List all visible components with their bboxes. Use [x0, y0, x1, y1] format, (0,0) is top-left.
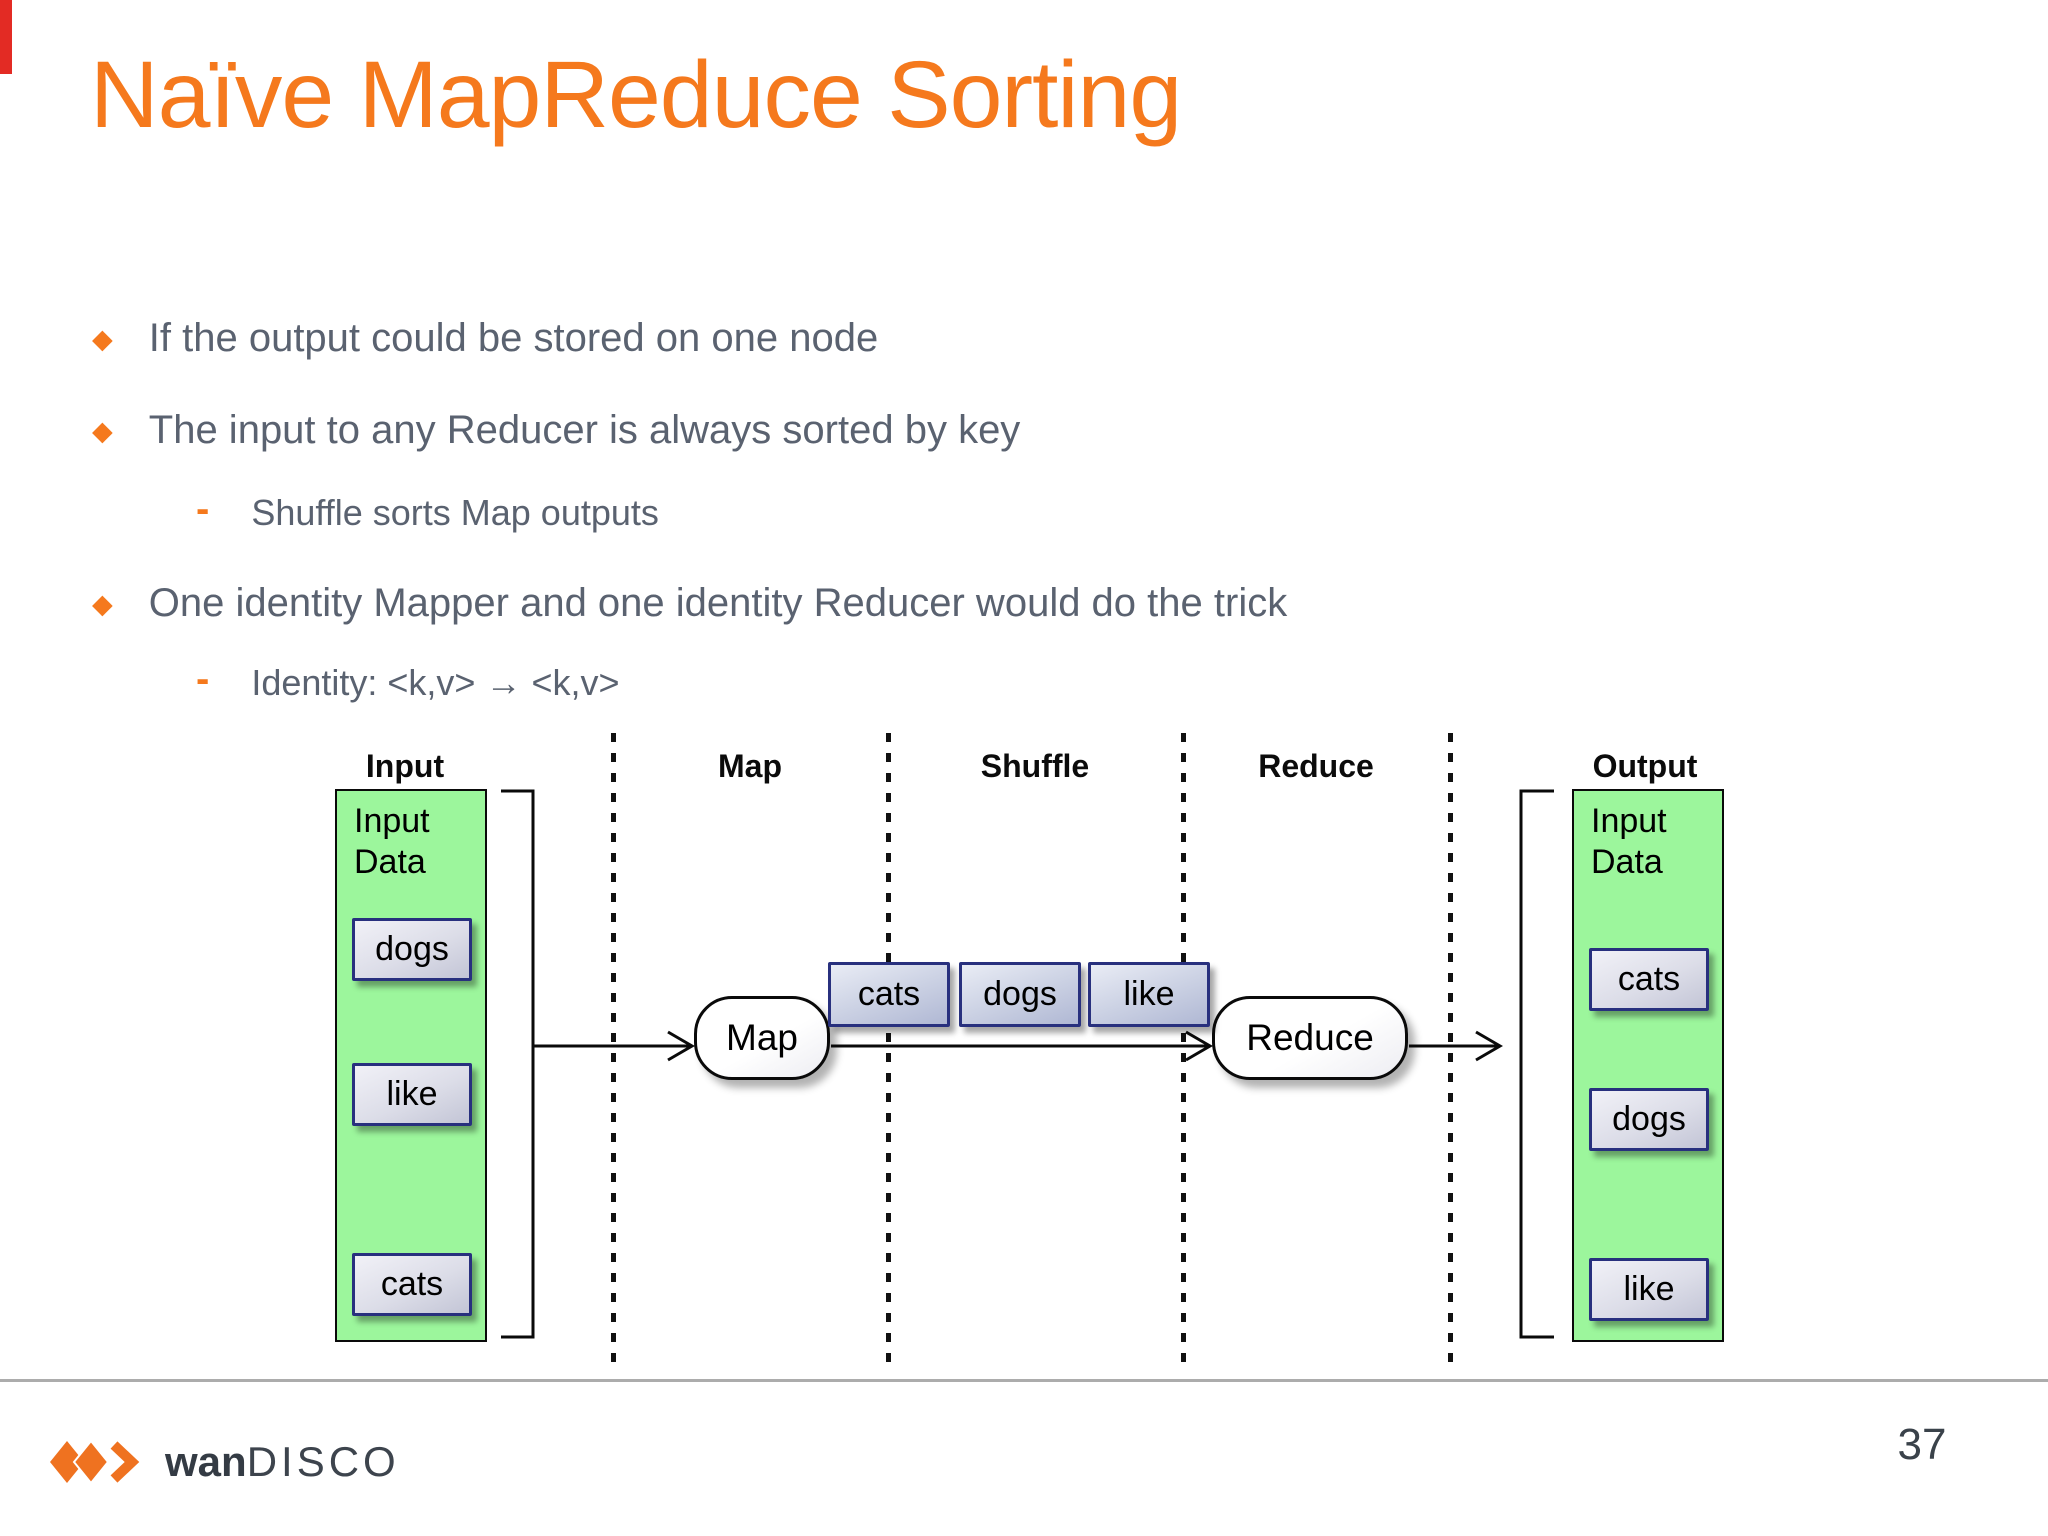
output-item-dogs: dogs: [1589, 1088, 1709, 1151]
input-data-box-title: Input Data: [354, 802, 430, 881]
logo-text-disco: DISCO: [246, 1438, 400, 1485]
output-item-like: like: [1589, 1258, 1709, 1321]
right-bracket: [1519, 789, 1554, 1339]
column-separator-dotted-line: [611, 733, 616, 1363]
output-data-box: Input Data: [1572, 789, 1724, 1342]
page-number: 37: [1897, 1420, 1947, 1469]
dash-bullet-icon: -: [196, 487, 210, 531]
shuffle-item-cats: cats: [828, 962, 950, 1027]
input-item-cats: cats: [352, 1253, 472, 1316]
reduce-node: Reduce: [1212, 996, 1408, 1080]
bullet-item: ◆ If the output could be stored on one n…: [92, 316, 878, 361]
column-header-input: Input: [365, 748, 445, 784]
diamond-bullet-icon: ◆: [92, 589, 113, 619]
column-header-output: Output: [1592, 748, 1698, 784]
diamond-bullet-icon: ◆: [92, 416, 113, 446]
shuffle-item-dogs: dogs: [959, 962, 1081, 1027]
column-separator-dotted-line: [1181, 733, 1186, 1363]
bullet-text: If the output could be stored on one nod…: [148, 316, 879, 360]
wandisco-logo-icon: [50, 1439, 140, 1485]
sub-bullet-item: - Identity: <k,v> → <k,v>: [196, 657, 620, 705]
arrowhead-icon: [1475, 1030, 1503, 1062]
output-item-cats: cats: [1589, 948, 1709, 1011]
bullet-item: ◆ One identity Mapper and one identity R…: [92, 581, 1287, 626]
red-corner-marker: [0, 0, 12, 74]
diamond-bullet-icon: ◆: [92, 324, 113, 354]
map-node: Map: [694, 996, 830, 1080]
shuffle-item-like: like: [1088, 962, 1210, 1027]
sub-bullet-item: - Shuffle sorts Map outputs: [196, 487, 659, 535]
bullet-item: ◆ The input to any Reducer is always sor…: [92, 408, 1020, 453]
input-item-dogs: dogs: [352, 918, 472, 981]
column-header-reduce: Reduce: [1258, 748, 1374, 784]
bullet-text: One identity Mapper and one identity Red…: [148, 581, 1288, 625]
bullet-text: The input to any Reducer is always sorte…: [148, 408, 1021, 452]
footer-divider-line: [0, 1379, 2048, 1382]
column-separator-dotted-line: [886, 733, 891, 1363]
column-separator-dotted-line: [1448, 733, 1453, 1363]
slide-title: Naïve MapReduce Sorting: [90, 42, 1182, 148]
input-item-like: like: [352, 1063, 472, 1126]
arrowhead-icon: [1185, 1030, 1213, 1062]
column-header-map: Map: [718, 748, 782, 784]
sub-bullet-text: Identity: <k,v> → <k,v>: [251, 661, 620, 703]
sub-bullet-text: Shuffle sorts Map outputs: [251, 491, 659, 533]
dash-bullet-icon: -: [196, 657, 210, 701]
column-header-shuffle: Shuffle: [980, 748, 1090, 784]
logo-text-wan: wan: [165, 1438, 247, 1485]
left-bracket: [501, 789, 535, 1339]
output-data-box-title: Input Data: [1591, 802, 1667, 881]
arrowhead-icon: [667, 1030, 695, 1062]
